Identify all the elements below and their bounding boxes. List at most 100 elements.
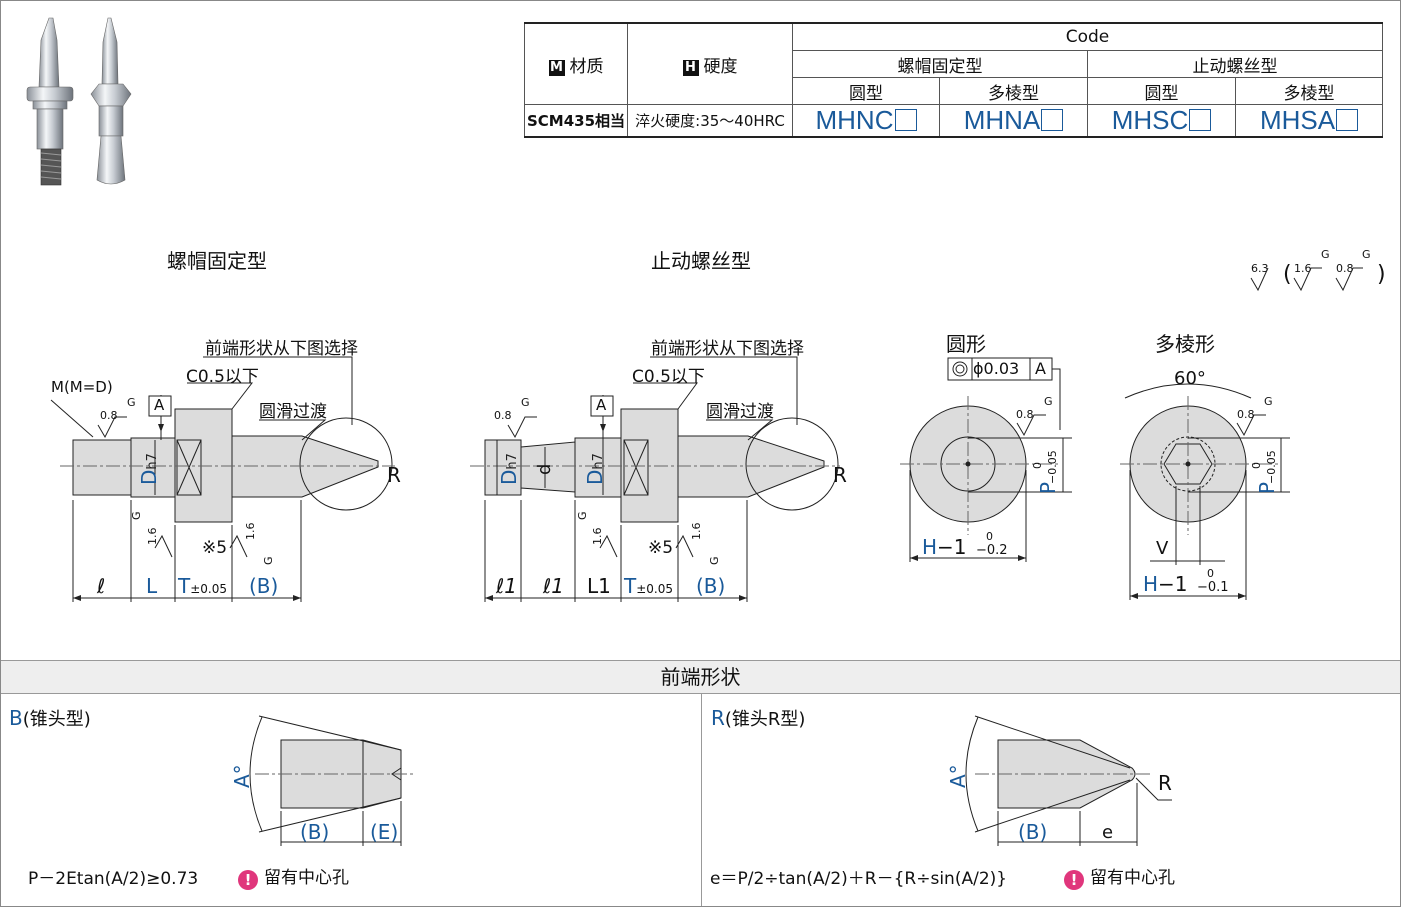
tip-b-angle: A° xyxy=(230,764,254,788)
label-h7: h7 xyxy=(145,453,160,470)
label-r-1: R xyxy=(387,463,401,487)
label-v: V xyxy=(1156,538,1169,559)
code-mhnc: MHNC xyxy=(792,104,940,138)
label-d: D xyxy=(497,469,521,485)
tip-b-formula: P－2Etan(A/2)≥0.73 xyxy=(28,869,199,889)
label-p-tol-up-2: 0 xyxy=(1250,462,1263,469)
blank-box xyxy=(1189,109,1212,131)
technical-drawing xyxy=(50,267,1363,602)
tip-b-dim-e: (E) xyxy=(370,820,399,844)
code-mhsc: MHSC xyxy=(1087,104,1236,138)
code-text: MHSA xyxy=(1259,105,1336,135)
label-g-7: G xyxy=(1044,395,1053,408)
roughness-g-2: G xyxy=(1362,248,1371,261)
label-p-tol-low-2: −0.05 xyxy=(1265,450,1278,484)
label-datum-a-3: A xyxy=(1035,359,1046,378)
code-text: MHSC xyxy=(1111,105,1189,135)
title-round: 圆形 xyxy=(946,332,986,356)
tip-r-title: R(锥头R型) xyxy=(711,705,805,731)
warning-icon: ! xyxy=(1064,870,1084,890)
label-smooth-2: 圆滑过渡 xyxy=(706,402,774,422)
label-datum-a-1: A xyxy=(154,396,165,414)
roughness-6-3: 6.3 xyxy=(1251,262,1269,275)
label-60-deg: 60° xyxy=(1174,368,1206,389)
hardness-label: 硬度 xyxy=(703,56,738,77)
sub-round-1: 圆型 xyxy=(792,77,940,105)
material-badge: M xyxy=(548,59,565,76)
label-g-2: G xyxy=(130,511,143,520)
label-L: L xyxy=(146,574,158,598)
label-dh7-2: Dh7 xyxy=(497,453,521,485)
title-polygon: 多棱形 xyxy=(1155,332,1215,356)
label-h-minus: −1 xyxy=(1158,572,1188,596)
label-g-1: G xyxy=(127,396,136,409)
roughness-close-paren: ) xyxy=(1377,262,1386,287)
label-h7: h7 xyxy=(591,453,606,470)
label-h-tol-low-1: −0.2 xyxy=(976,543,1008,558)
tip-r-radius: R xyxy=(1158,771,1172,795)
label-g-3: G xyxy=(262,556,275,565)
label-chamfer-1: C0.5以下 xyxy=(186,367,259,387)
label-d: D xyxy=(583,469,607,485)
tip-r-formula: e＝P/2÷tan(A/2)＋R－{R÷sin(A/2)} xyxy=(710,869,1008,889)
roughness-g-1: G xyxy=(1321,248,1330,261)
product-photo xyxy=(26,17,132,186)
label-r-2: R xyxy=(833,463,847,487)
tip-b-name: (锥头型) xyxy=(22,709,91,730)
group-nut-header: 螺帽固定型 xyxy=(792,50,1088,78)
warning-icon: ! xyxy=(238,870,258,890)
label-t-tol: ±0.05 xyxy=(636,582,673,596)
roughness-open-paren: ( xyxy=(1283,262,1292,287)
label-d: D xyxy=(137,469,161,485)
label-small-d: d xyxy=(534,463,555,475)
label-rough-16-2: 1.6 xyxy=(244,522,257,541)
label-coax: ϕ0.03 xyxy=(973,359,1020,378)
code-header: Code xyxy=(792,22,1383,51)
group-screw-header: 止动螺丝型 xyxy=(1087,50,1383,78)
label-rough-16-3: 1.6 xyxy=(591,527,604,546)
label-l1-a: ℓ1 xyxy=(496,574,517,598)
title-nut-type: 螺帽固定型 xyxy=(167,249,267,273)
label-h: H xyxy=(1143,572,1159,596)
tip-r-note: ! 留有中心孔 xyxy=(1064,863,1175,890)
label-L1: L1 xyxy=(587,574,611,598)
material-label: 材质 xyxy=(569,56,604,77)
sub-poly-2: 多棱型 xyxy=(1235,77,1383,105)
label-h-1: H−1 xyxy=(922,535,967,559)
label-t: T xyxy=(624,574,637,598)
label-dh7-1: Dh7 xyxy=(137,453,161,485)
label-T-1: T±0.05 xyxy=(178,574,227,598)
label-smooth-1: 圆滑过渡 xyxy=(259,402,327,422)
tip-r-angle: A° xyxy=(946,764,970,788)
label-B-2: (B) xyxy=(696,574,726,598)
roughness-1-6: 1.6 xyxy=(1294,262,1312,275)
label-h-minus: −1 xyxy=(937,535,967,559)
label-g-8: G xyxy=(1264,395,1273,408)
blank-box xyxy=(1041,109,1064,131)
tip-section-divider xyxy=(701,693,702,906)
label-rough-08-1: 0.8 xyxy=(100,409,118,422)
label-h7: h7 xyxy=(505,453,520,470)
tip-section-band: 前端形状 xyxy=(1,660,1400,694)
label-p-tol-low-1: −0.05 xyxy=(1046,450,1059,484)
tip-r-code: R xyxy=(711,706,725,730)
sub-poly-1: 多棱型 xyxy=(939,77,1088,105)
tip-r-dim-b: (B) xyxy=(1018,820,1048,844)
blank-box xyxy=(894,109,917,131)
label-note5-1: ※5 xyxy=(202,538,228,558)
label-h-tol-up-2: 0 xyxy=(1207,567,1214,580)
tip-b-dim-b: (B) xyxy=(300,820,330,844)
label-h-2: H−1 xyxy=(1143,572,1188,596)
code-text: MHNC xyxy=(815,105,894,135)
label-T-2: T±0.05 xyxy=(624,574,673,598)
center-hole-text: 留有中心孔 xyxy=(1090,868,1175,888)
tip-b-note: !留有中心孔 xyxy=(238,863,349,890)
label-chamfer-2: C0.5以下 xyxy=(632,367,705,387)
tip-b-code: B xyxy=(9,706,23,730)
label-thread: M(M=D) xyxy=(51,378,113,396)
label-t: T xyxy=(178,574,191,598)
label-tip-select-1: 前端形状从下图选择 xyxy=(205,339,358,359)
roughness-0-8: 0.8 xyxy=(1336,262,1354,275)
label-h-tol-up-1: 0 xyxy=(986,530,993,543)
